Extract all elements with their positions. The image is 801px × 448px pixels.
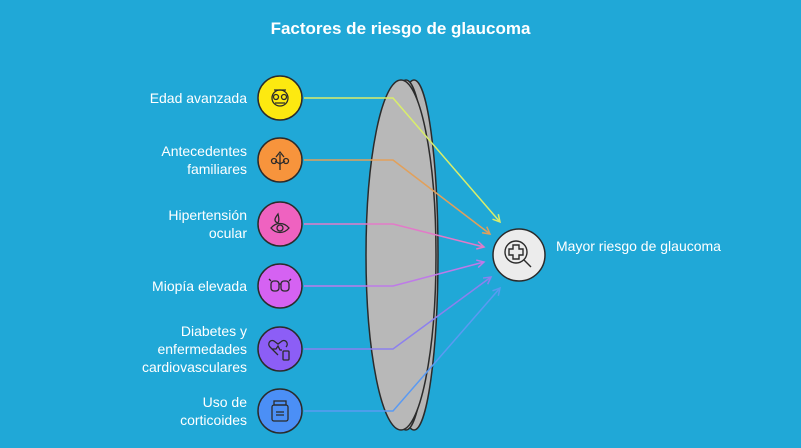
connector-line: [304, 159, 491, 235]
medicine-bottle-icon: [271, 400, 289, 422]
elderly-face-icon: [271, 89, 289, 107]
factor-node: [257, 201, 303, 247]
factor-node: [257, 75, 303, 121]
arrow-head: [482, 276, 493, 285]
connector-line: [304, 287, 501, 412]
connector-line: [304, 276, 492, 350]
factor-label: Antecedentes familiares: [161, 143, 247, 177]
eye-drop-icon: [270, 212, 290, 234]
factor-node: [257, 326, 303, 372]
arrow-head: [492, 286, 502, 296]
factor-label: Hipertensión ocular: [168, 207, 247, 241]
outcome-node: [492, 228, 546, 282]
factor-node: [257, 137, 303, 183]
factor-node: [257, 388, 303, 434]
factor-label: Miopía elevada: [152, 278, 247, 294]
glasses-icon: [268, 278, 292, 292]
arrow-head: [481, 226, 492, 235]
factor-label: Uso de corticoides: [180, 394, 247, 428]
arrow-head: [476, 259, 486, 269]
factor-label: Diabetes y enfermedades cardiovasculares: [141, 323, 247, 375]
outcome-label: Mayor riesgo de glaucoma: [556, 238, 721, 254]
heart-device-icon: [268, 339, 290, 361]
factor-node: [257, 263, 303, 309]
connector-line: [304, 261, 485, 287]
connector-line: [304, 223, 485, 248]
family-tree-icon: [270, 150, 290, 170]
diagram-title: Factores de riesgo de glaucoma: [270, 19, 531, 38]
lens-shape: [365, 79, 439, 431]
medical-search-icon: [504, 240, 532, 268]
arrow-head: [492, 214, 502, 224]
arrow-head: [476, 241, 486, 250]
factor-label: Edad avanzada: [149, 90, 247, 106]
connector-line: [304, 97, 501, 223]
